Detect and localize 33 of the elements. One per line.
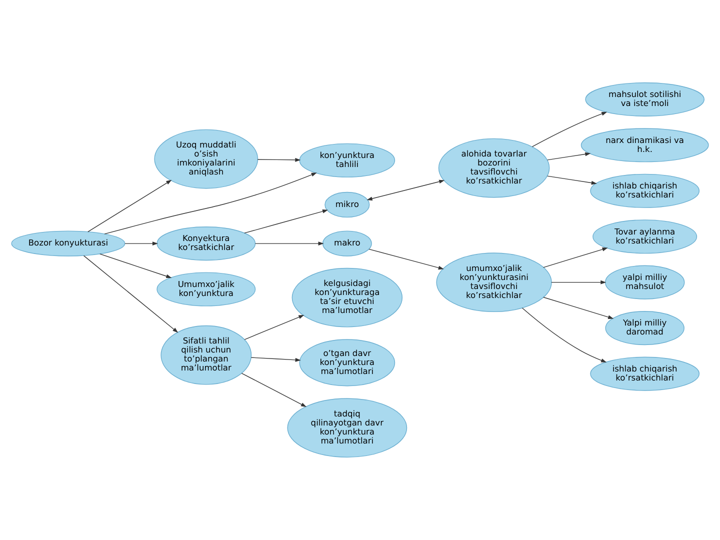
node-ellipse: Bozor konyukturasi bbox=[11, 230, 126, 256]
node-ellipse: kelgusidagi kon’yunkturaga ta’sir etuvchi ma’lumotlar bbox=[292, 268, 403, 328]
arrow bbox=[547, 176, 597, 185]
arrow bbox=[254, 242, 324, 246]
node-ellipse: Sifatli tahlil qilish uchun to’plangan ma’lumotlar bbox=[160, 325, 252, 385]
node-ellipse: Konyektura ko’rsatkichlar bbox=[156, 226, 256, 261]
arrow bbox=[83, 255, 178, 333]
node-ellipse: Yalpi milliy daromad bbox=[605, 311, 684, 346]
node-ellipse: narx dinamikasi va h.k. bbox=[580, 128, 709, 162]
arrow bbox=[244, 209, 328, 234]
arrow bbox=[104, 172, 317, 234]
arrow bbox=[543, 296, 614, 319]
node-ellipse: tadqiq qilinayotgan davr kon’yunktura ma’lumotlari bbox=[287, 398, 408, 458]
node-ellipse: Uzoq muddatli o’sish imkoniyalarini aniqlash bbox=[154, 129, 258, 189]
arrow bbox=[250, 357, 301, 362]
node-ellipse: makro bbox=[322, 230, 372, 256]
arrow bbox=[551, 280, 606, 284]
arrow bbox=[532, 112, 608, 148]
arrow bbox=[88, 180, 172, 232]
arrow bbox=[366, 180, 445, 200]
node-ellipse: yalpi milliy mahsulot bbox=[604, 265, 685, 300]
arrow bbox=[241, 372, 307, 408]
arrow bbox=[100, 254, 172, 278]
node-ellipse: mikro bbox=[324, 192, 370, 218]
node-ellipse: Tovar aylanma ko’rsatkichlari bbox=[592, 220, 698, 254]
node-ellipse: o’tgan davr kon’yunktura ma’lumotlari bbox=[299, 339, 396, 386]
arrow bbox=[257, 158, 301, 162]
arrow bbox=[244, 315, 304, 340]
arrow bbox=[522, 308, 607, 362]
arrow bbox=[543, 247, 608, 268]
arrow bbox=[547, 152, 591, 160]
arrow bbox=[368, 248, 444, 270]
arrow bbox=[124, 242, 158, 246]
